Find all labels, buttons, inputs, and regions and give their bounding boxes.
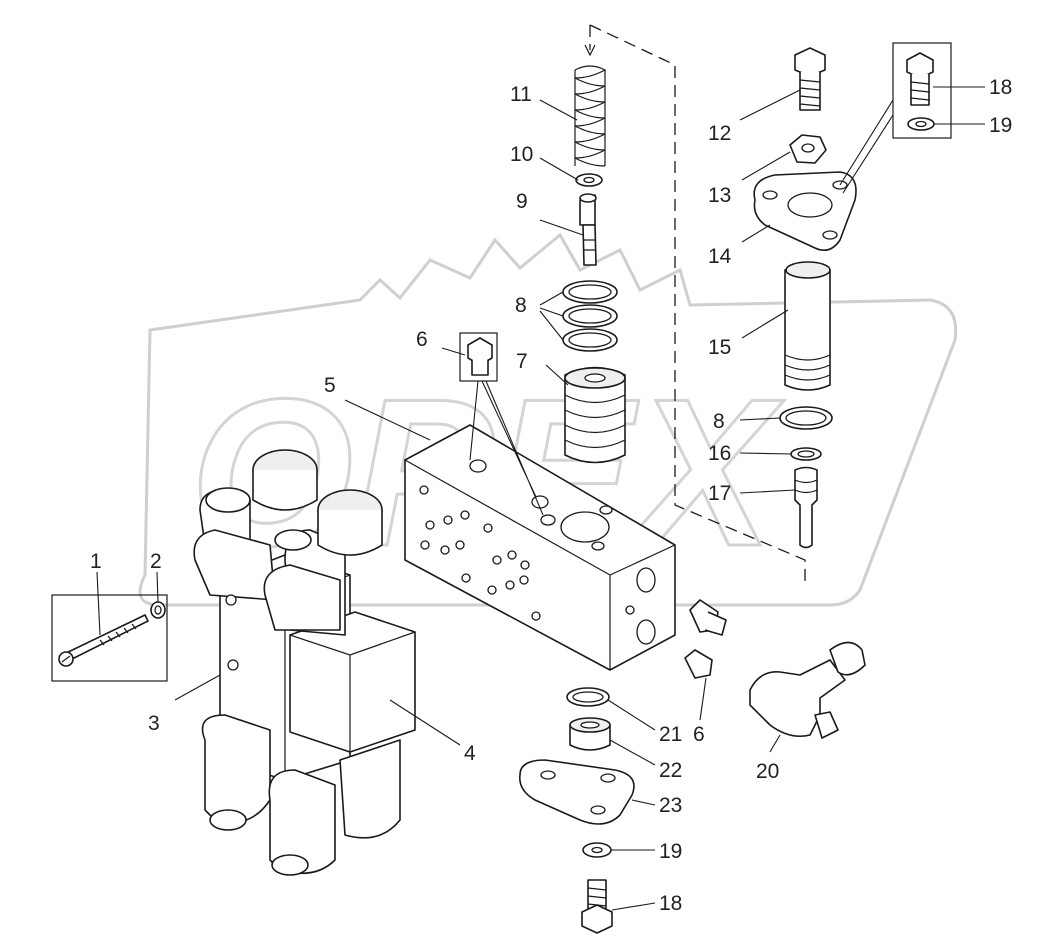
- part-17-pin: [794, 466, 818, 549]
- part-9-poppet: [579, 193, 597, 266]
- callout-20: 20: [756, 760, 779, 783]
- part-13-hex-nut: [789, 134, 827, 164]
- part-19-washer-bottom: [582, 842, 612, 858]
- part-18-19-top-group: [839, 42, 952, 194]
- part-15-sleeve: [784, 261, 831, 391]
- part-1-screw: [51, 594, 168, 682]
- callout-5: 5: [324, 374, 336, 397]
- part-20-fitting: [749, 641, 866, 739]
- part-16-seal-ring: [790, 447, 822, 461]
- callout-12: 12: [708, 122, 731, 145]
- callout-13: 13: [708, 184, 731, 207]
- watermark-gear: [138, 232, 958, 607]
- callout-19-bottom: 19: [659, 840, 682, 863]
- callout-8-left: 8: [515, 294, 527, 317]
- part-6-plug-side: [684, 599, 727, 679]
- part-18-bolt-bottom: [581, 879, 613, 934]
- callout-21: 21: [659, 723, 682, 746]
- part-12-bolt: [794, 47, 826, 111]
- part-11-spring: [574, 65, 607, 167]
- part-6-plug-top: [459, 332, 544, 516]
- part-8-o-ring-right: [779, 406, 833, 430]
- detail-box-left: [51, 594, 168, 682]
- callout-22: 22: [659, 759, 682, 782]
- part-5-manifold-block: [404, 424, 676, 671]
- part-2-nut: [150, 601, 166, 619]
- callout-8-right: 8: [713, 410, 725, 433]
- callout-3: 3: [148, 712, 160, 735]
- callout-7: 7: [516, 350, 528, 373]
- callout-9: 9: [516, 190, 528, 213]
- part-7-spool: [564, 366, 626, 464]
- callout-6-top: 6: [416, 328, 428, 351]
- callout-2: 2: [150, 550, 162, 573]
- callout-1: 1: [90, 550, 102, 573]
- callout-11: 11: [510, 83, 532, 106]
- callout-6-bottom: 6: [693, 723, 705, 746]
- part-4-solenoid-valve: [263, 489, 416, 876]
- callout-10: 10: [510, 143, 533, 166]
- callout-18-bottom: 18: [659, 892, 682, 915]
- callout-14: 14: [708, 245, 732, 268]
- callout-16: 16: [708, 442, 731, 465]
- callout-15: 15: [708, 336, 731, 359]
- callout-4: 4: [464, 742, 476, 765]
- callout-18-top: 18: [989, 76, 1012, 99]
- leader-lines: [96, 86, 985, 911]
- part-22-check-valve: [569, 717, 611, 751]
- part-23-cover-plate: [518, 759, 635, 825]
- part-10-washer: [575, 173, 603, 187]
- callout-labels: 1 2 3 4 5 6 6 7 8 8 9 10 11 12 13 14 15 …: [90, 76, 1012, 915]
- callout-17: 17: [708, 482, 731, 505]
- callout-23: 23: [659, 794, 682, 817]
- part-8-o-rings: [562, 280, 618, 352]
- callout-19-top: 19: [989, 114, 1012, 137]
- part-21-o-ring: [566, 687, 610, 707]
- assembly-path: [584, 24, 806, 585]
